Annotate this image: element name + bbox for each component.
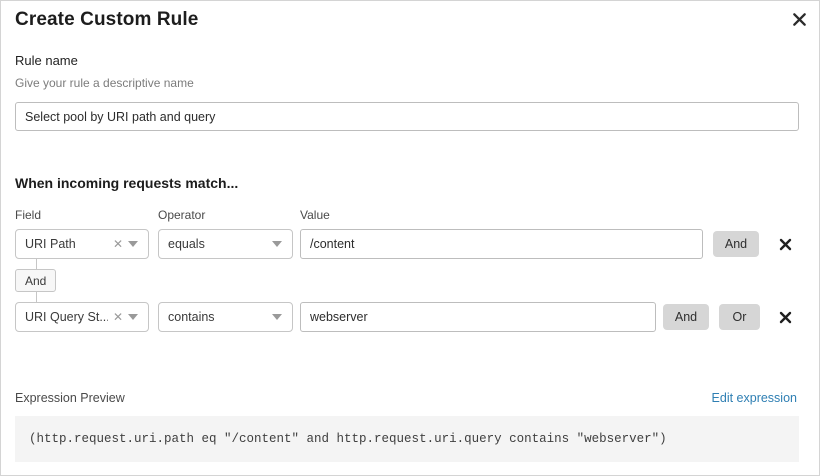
condition-row: URI Query St... ✕ contains And Or (1, 302, 819, 332)
expression-preview-box: (http.request.uri.path eq "/content" and… (15, 416, 799, 462)
group-connector-and-badge[interactable]: And (15, 269, 57, 292)
expression-preview-label: Expression Preview (15, 391, 125, 405)
clear-icon[interactable]: ✕ (112, 237, 123, 251)
logic-and-button[interactable]: And (663, 304, 709, 330)
edit-expression-link[interactable]: Edit expression (711, 391, 797, 405)
connector-line (36, 292, 37, 302)
rule-name-help-text: Give your rule a descriptive name (15, 76, 194, 90)
logic-or-button[interactable]: Or (719, 304, 760, 330)
conditions-heading: When incoming requests match... (15, 175, 239, 191)
field-select[interactable]: URI Path ✕ (15, 229, 149, 259)
value-input[interactable] (300, 302, 656, 332)
operator-select-value: contains (168, 310, 215, 324)
chevron-down-icon[interactable] (272, 241, 282, 247)
chevron-down-icon[interactable] (128, 241, 138, 247)
close-icon[interactable] (788, 8, 810, 30)
column-header-field: Field (15, 208, 42, 222)
operator-select[interactable]: equals (158, 229, 293, 259)
field-select-value: URI Query St... (25, 310, 108, 324)
connector-line (36, 259, 37, 269)
operator-select-value: equals (168, 237, 205, 251)
chevron-down-icon[interactable] (128, 314, 138, 320)
value-input[interactable] (300, 229, 703, 259)
operator-select[interactable]: contains (158, 302, 293, 332)
column-header-value: Value (300, 208, 330, 222)
rule-name-label: Rule name (15, 53, 78, 68)
field-select-value: URI Path (25, 237, 76, 251)
logic-and-button[interactable]: And (713, 231, 759, 257)
condition-row: URI Path ✕ equals And (1, 229, 819, 259)
expression-preview-text: (http.request.uri.path eq "/content" and… (29, 432, 667, 446)
field-select[interactable]: URI Query St... ✕ (15, 302, 149, 332)
rule-name-input[interactable] (15, 102, 799, 131)
delete-condition-button[interactable] (776, 308, 794, 326)
delete-condition-button[interactable] (776, 235, 794, 253)
chevron-down-icon[interactable] (272, 314, 282, 320)
column-header-operator: Operator (158, 208, 206, 222)
dialog-title: Create Custom Rule (15, 9, 199, 30)
clear-icon[interactable]: ✕ (112, 310, 123, 324)
